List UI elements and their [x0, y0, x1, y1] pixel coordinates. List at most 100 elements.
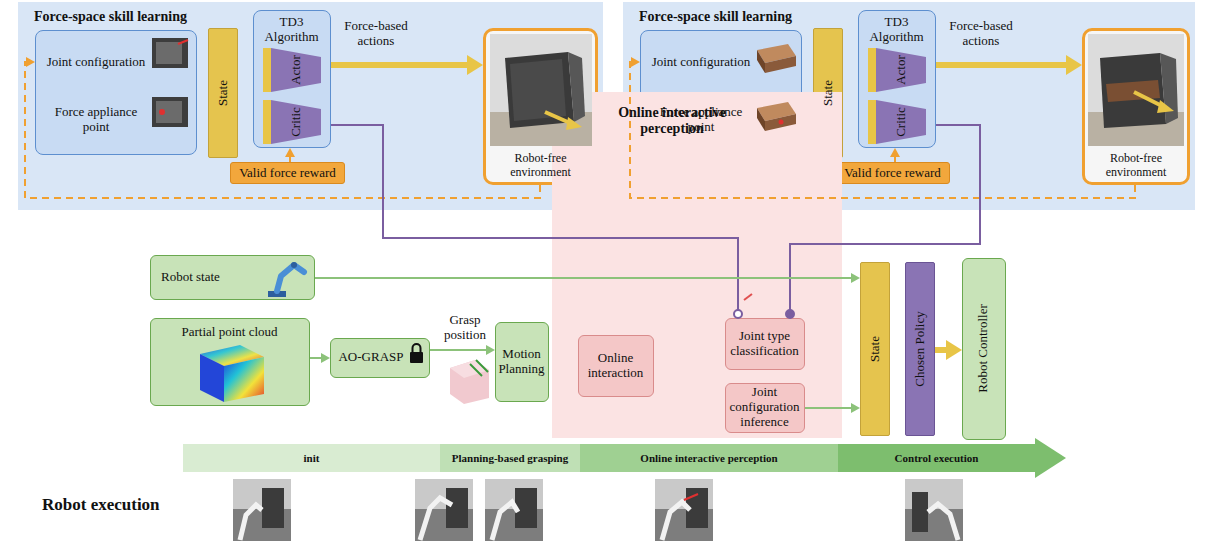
cabinet-icon [152, 97, 188, 127]
svg-shape [684, 494, 698, 500]
timeline-stage: init [183, 444, 440, 472]
timeline-stage: Control execution [838, 444, 1035, 472]
svg-shape [905, 479, 963, 541]
state-bar: State [208, 28, 238, 158]
interaction-marker [744, 294, 752, 300]
environment-render [490, 34, 592, 146]
svg-shape [277, 265, 304, 291]
node-text: Force appliance point [647, 97, 755, 143]
node-text: Robot-free environment [488, 151, 593, 181]
reward-box: Valid force reward [835, 162, 950, 184]
node-text: Joint type classification [726, 319, 803, 368]
svg-shape [1157, 100, 1174, 113]
svg-shape [159, 109, 165, 115]
svg-shape [779, 120, 784, 125]
state-bar: State [813, 28, 843, 158]
timeline-stage: Online interactive perception [580, 444, 838, 472]
node-text: Online interactive perception [580, 444, 838, 472]
svg-shape [1106, 80, 1160, 102]
node-text: State [861, 263, 889, 435]
svg-shape [152, 38, 188, 68]
node-text: Motion Planning [496, 323, 547, 400]
svg-shape [655, 479, 713, 541]
svg-shape [765, 56, 796, 73]
svg-shape [510, 59, 566, 121]
connector [25, 62, 540, 198]
node-text: Robot Controller [963, 259, 1004, 438]
robot-photo [655, 479, 713, 541]
svg-shape [450, 360, 489, 404]
svg-shape [545, 112, 570, 123]
svg-shape [291, 262, 297, 268]
node-text: Online interactive perception [592, 100, 752, 142]
svg-shape [662, 502, 690, 540]
svg-shape [446, 488, 468, 528]
svg-shape [868, 48, 876, 92]
connector-end [786, 310, 794, 318]
node-text: Joint configuration [42, 39, 150, 85]
svg-shape [152, 97, 188, 127]
robot-arm-icon [268, 262, 304, 297]
svg-shape [912, 492, 928, 532]
svg-shape [271, 100, 321, 144]
svg-shape [757, 50, 765, 73]
actor-critic-network [263, 48, 321, 144]
svg-shape [928, 504, 958, 540]
node-text: Chosen Policy [906, 263, 934, 435]
svg-shape [568, 52, 585, 122]
node-text: Joint configuration [647, 39, 755, 85]
timeline-stage: Planning-based grasping [440, 444, 580, 472]
svg-shape [470, 364, 482, 376]
svg-shape [240, 505, 262, 540]
svg-shape [410, 352, 423, 363]
svg-shape [505, 52, 574, 128]
svg-shape [156, 101, 182, 123]
svg-shape [757, 108, 765, 131]
policy-bar: Chosen Policy [905, 262, 935, 436]
svg-shape [415, 479, 473, 541]
lock-icon [410, 344, 423, 363]
connector-end [734, 310, 742, 318]
reward-box: Valid force reward [230, 162, 345, 184]
edge-label: Grasp position [434, 310, 496, 346]
edge-label: Force-based actions [340, 14, 412, 54]
perception-region: Online interactive perceptionOnline inte… [552, 92, 842, 438]
connector [630, 62, 1135, 198]
environment-render [1088, 34, 1184, 146]
node-text: Valid force reward [836, 163, 949, 183]
state-bar: State [860, 262, 890, 436]
svg-shape [224, 357, 264, 402]
node-text: Critic [272, 100, 320, 144]
edge-label: Force-based actions [945, 14, 1017, 54]
section-label: Robot execution [40, 492, 210, 518]
svg-shape [476, 360, 488, 372]
process-box: Joint configuration inference [725, 383, 805, 433]
svg-shape [490, 34, 592, 146]
svg-shape [1134, 92, 1162, 106]
svg-shape [262, 488, 284, 528]
svg-shape [868, 100, 876, 144]
node-text: Force-space skill learning [32, 6, 292, 28]
drawer-icon [757, 44, 796, 73]
node-text: Actor [272, 48, 320, 92]
svg-shape [178, 40, 188, 44]
svg-shape [263, 100, 271, 144]
cabinet-icon [152, 38, 188, 68]
node-text: State [814, 29, 842, 157]
node-text: Partial point cloud [151, 321, 308, 343]
node-text: State [209, 29, 237, 157]
connector [790, 125, 980, 318]
process-box: Joint type classification [725, 318, 805, 370]
node-text: Robot state [159, 256, 259, 298]
connector [310, 357, 321, 359]
node-text: TD3 Algorithm [859, 13, 934, 47]
node-text: Force-space skill learning [637, 6, 897, 28]
connector [331, 62, 467, 68]
node-text: TD3 Algorithm [254, 13, 329, 47]
svg-shape [566, 117, 582, 130]
node-text: Joint configuration inference [726, 384, 803, 431]
connector [805, 407, 851, 409]
input-box: Robot state [150, 255, 315, 300]
svg-shape [420, 498, 452, 540]
